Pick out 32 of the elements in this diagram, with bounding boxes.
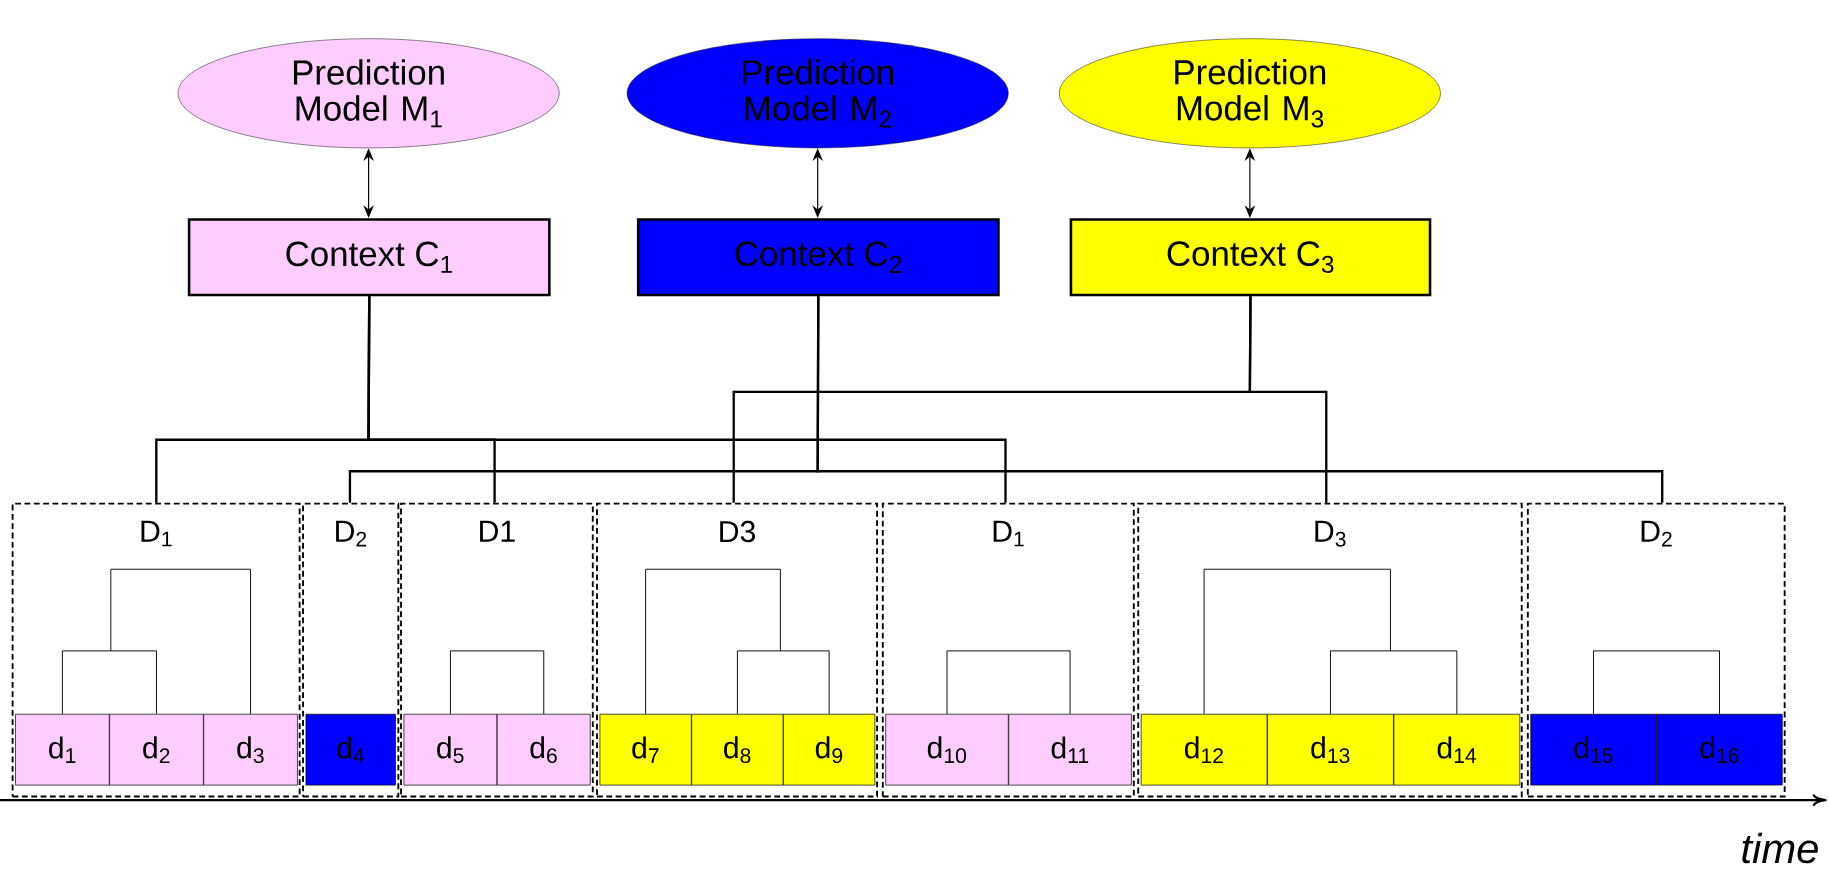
data-cell: d$_{9}$ — [783, 713, 876, 786]
axis-label: time — [1742, 832, 1818, 864]
dendrogram-bracket — [1330, 650, 1458, 715]
data-cell: d$_{11}$ — [1008, 713, 1132, 786]
connector-line — [367, 296, 1007, 503]
data-cell: d$_{13}$ — [1267, 713, 1394, 786]
dendrogram-bracket — [946, 650, 1071, 715]
data-cell: d$_{7}$ — [599, 713, 692, 786]
data-cell: d$_{14}$ — [1393, 713, 1521, 786]
dendrogram-bracket — [1593, 650, 1720, 715]
context-box: Context C$_{1}$ — [187, 218, 551, 297]
data-cell: d$_{4}$ — [305, 713, 396, 786]
dendrogram-bracket — [1203, 568, 1391, 715]
data-cell: d$_{5}$ — [403, 713, 498, 786]
connector-line — [1248, 296, 1328, 503]
dendrogram-bracket — [645, 568, 781, 715]
dendrogram-bracket — [61, 650, 157, 715]
data-cell: d$_{10}$ — [885, 713, 1009, 786]
data-cell: d$_{3}$ — [203, 713, 298, 786]
data-cell: d$_{2}$ — [109, 713, 204, 786]
data-cell: d$_{16}$ — [1656, 713, 1783, 786]
context-box: Context C$_{2}$ — [636, 218, 1000, 297]
data-cell: d$_{12}$ — [1140, 713, 1268, 786]
dendrogram-bracket — [110, 568, 252, 715]
dendrogram-bracket — [449, 650, 545, 715]
data-cell: d$_{15}$ — [1530, 713, 1657, 786]
connector-line — [816, 296, 1664, 503]
dendrogram-bracket — [736, 650, 830, 715]
data-cell: d$_{1}$ — [15, 713, 110, 786]
context-box: Context C$_{3}$ — [1069, 218, 1432, 297]
data-cell: d$_{6}$ — [496, 713, 591, 786]
data-cell: d$_{8}$ — [691, 713, 784, 786]
